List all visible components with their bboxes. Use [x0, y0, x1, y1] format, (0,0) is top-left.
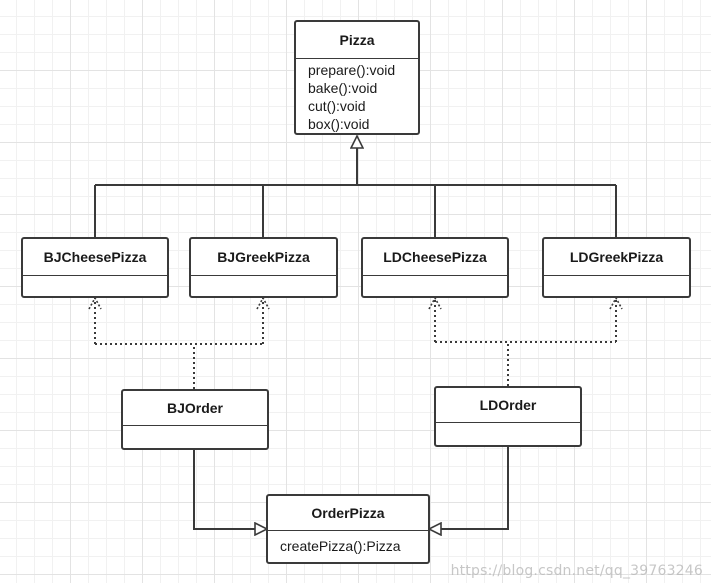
class-name-ldgreekpizza: LDGreekPizza [544, 239, 689, 276]
operation-prepare: prepare():void [308, 62, 396, 78]
class-name-pizza: Pizza [296, 22, 418, 59]
generalization-tree-pizza [94, 136, 617, 237]
operation-bake: bake():void [308, 80, 378, 96]
class-box-orderpizza[interactable]: OrderPizza createPizza():Pizza [266, 494, 430, 564]
operation-createpizza: createPizza():Pizza [280, 538, 401, 554]
class-name-bjcheesepizza: BJCheesePizza [23, 239, 167, 276]
class-box-bjgreekpizza[interactable]: BJGreekPizza [189, 237, 338, 298]
class-box-ldorder[interactable]: LDOrder [434, 386, 582, 447]
class-box-ldcheesepizza[interactable]: LDCheesePizza [361, 237, 509, 298]
class-box-pizza[interactable]: Pizza prepare():void bake():void cut():v… [294, 20, 420, 135]
class-name-bjorder: BJOrder [123, 391, 267, 426]
class-box-ldgreekpizza[interactable]: LDGreekPizza [542, 237, 691, 298]
class-box-bjorder[interactable]: BJOrder [121, 389, 269, 450]
generalization-orderpizza [193, 446, 509, 529]
dependency-bjorder [88, 296, 270, 389]
class-name-ldorder: LDOrder [436, 388, 580, 423]
operation-cut: cut():void [308, 98, 366, 114]
operation-box: box():void [308, 116, 370, 132]
gen-line-bjorder-to-orderpizza [193, 449, 267, 529]
watermark-text: https://blog.csdn.net/qq_39763246 [450, 563, 703, 579]
class-name-bjgreekpizza: BJGreekPizza [191, 239, 336, 276]
class-operations-orderpizza: createPizza():Pizza [268, 531, 428, 555]
class-name-ldcheesepizza: LDCheesePizza [363, 239, 507, 276]
class-operations-pizza: prepare():void bake():void cut():void bo… [296, 59, 418, 133]
class-box-bjcheesepizza[interactable]: BJCheesePizza [21, 237, 169, 298]
class-name-orderpizza: OrderPizza [268, 496, 428, 531]
dependency-ldorder [428, 296, 623, 386]
gen-line-ldorder-to-orderpizza [429, 446, 509, 529]
